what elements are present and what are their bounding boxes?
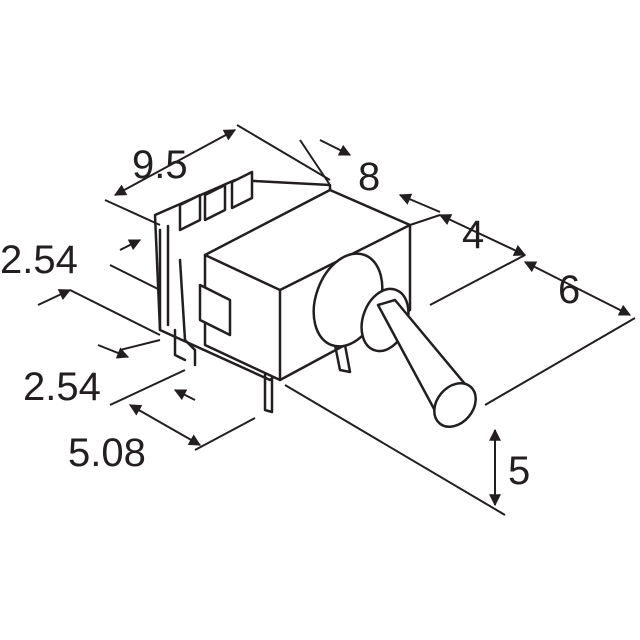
dim-height: 5: [508, 449, 530, 493]
dim-body-length: 8: [358, 155, 380, 199]
dim-bushing-length: 4: [462, 213, 484, 257]
dimension-lines: [37, 124, 636, 516]
dim-pin-row-spacing: 5.08: [68, 431, 146, 475]
dim-pin-pitch-lower: 2.54: [23, 365, 101, 409]
switch-body: [153, 170, 477, 428]
dim-lever-length: 6: [558, 268, 580, 312]
dim-pin-pitch-upper: 2.54: [0, 238, 78, 282]
dim-width-top: 9.5: [132, 143, 188, 187]
